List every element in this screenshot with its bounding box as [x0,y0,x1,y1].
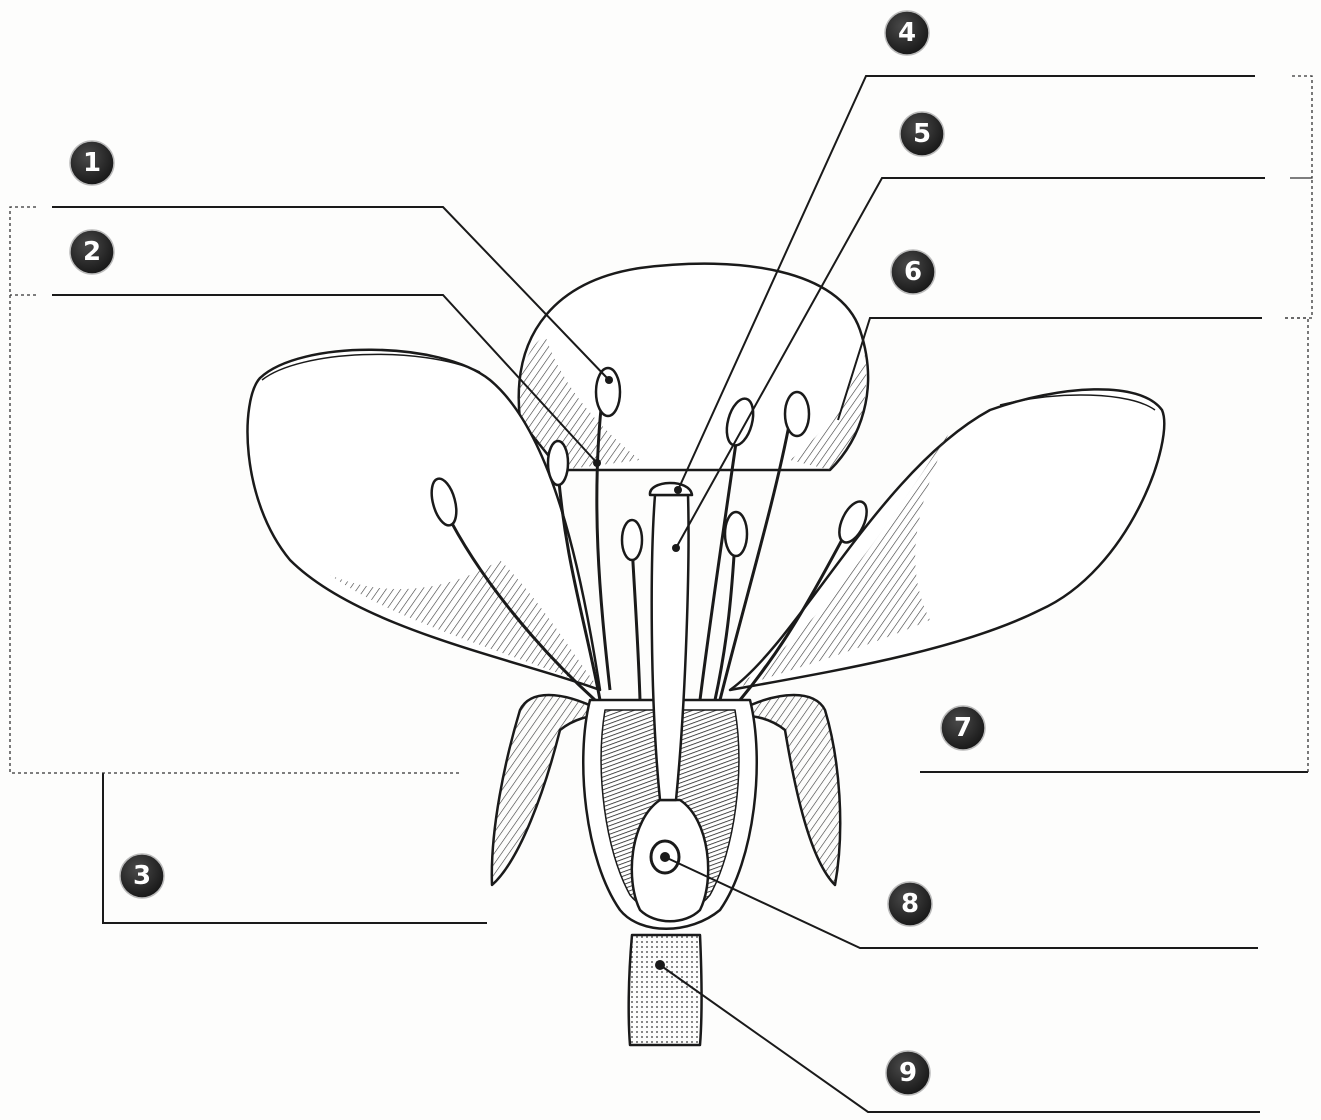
badge-6-label: 6 [904,257,922,287]
badge-3: 3 [120,854,164,898]
leader-line-3 [103,773,487,923]
leader-line-8 [665,857,1258,948]
badge-3-label: 3 [133,861,151,891]
badge-7-label: 7 [954,713,972,743]
badge-4: 4 [885,11,929,55]
stigma [650,483,692,495]
badge-1-label: 1 [83,148,101,178]
badge-5-label: 5 [913,119,931,149]
right-bracket-top [1290,76,1312,178]
badge-4-label: 4 [898,18,916,48]
badge-7: 7 [941,706,985,750]
right-bracket-bottom [1285,318,1308,772]
badge-8: 8 [888,882,932,926]
badge-2: 2 [70,230,114,274]
badge-6: 6 [891,250,935,294]
badge-5: 5 [900,112,944,156]
pedicel [629,935,702,1045]
leader-line-9 [660,965,1260,1112]
badge-1: 1 [70,141,114,185]
badge-8-label: 8 [901,889,919,919]
flower-illustration [248,264,1165,1045]
badge-9-label: 9 [899,1058,917,1088]
badge-2-label: 2 [83,237,101,267]
badge-9: 9 [886,1051,930,1095]
right-bracket-mid [1285,178,1312,318]
